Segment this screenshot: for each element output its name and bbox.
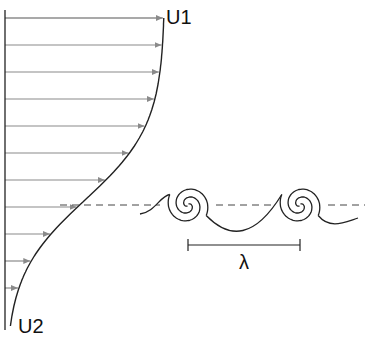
vortex-curve: [176, 189, 208, 215]
centerline-dash: [216, 205, 272, 206]
velocity-profile: [10, 18, 163, 326]
vortex-sheet: [140, 189, 358, 231]
velocity-arrow: [5, 206, 77, 207]
velocity-arrow: [5, 233, 50, 234]
vortex-curve: [280, 195, 312, 221]
vortex-curve: [168, 195, 200, 221]
wavelength-label: λ: [239, 252, 249, 272]
velocity-label: U2: [18, 316, 44, 336]
vortex-curve: [288, 189, 320, 215]
vortex-curve: [318, 216, 358, 224]
axis-line: [4, 10, 5, 330]
velocity-arrow: [5, 260, 30, 261]
velocity-arrow: [5, 71, 159, 72]
vortex-curve: [140, 195, 170, 215]
velocity-arrow: [5, 125, 145, 126]
velocity-arrows: [5, 18, 163, 288]
velocity-arrow: [5, 98, 154, 99]
velocity-arrow: [5, 152, 129, 153]
wavelength-bracket: [188, 239, 300, 251]
velocity-arrow: [5, 44, 162, 45]
velocity-arrow: [5, 179, 105, 180]
centerline-dash: [328, 205, 365, 206]
velocity-arrow: [5, 17, 163, 18]
velocity-arrow: [5, 287, 18, 288]
vortex-curve: [206, 195, 282, 232]
velocity-label: U1: [166, 7, 192, 27]
centerline-dash: [60, 205, 160, 206]
